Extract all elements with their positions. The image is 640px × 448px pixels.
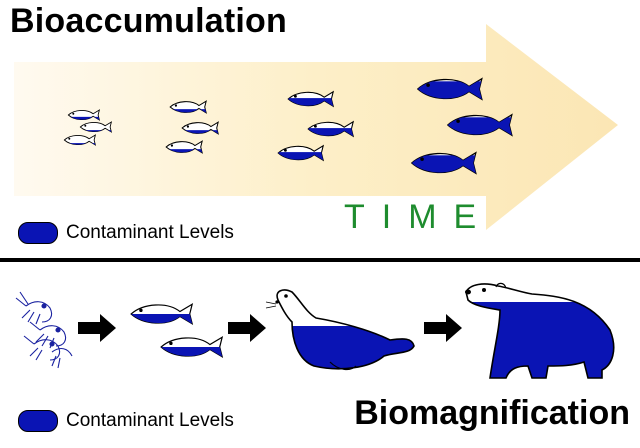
biomagnification-title: Biomagnification [354, 394, 630, 432]
bioaccumulation-title: Bioaccumulation [10, 2, 287, 40]
fish-icon [307, 120, 355, 138]
arrow-right-icon [424, 314, 462, 342]
legend-top: Contaminant Levels [18, 222, 234, 244]
arrow-right-icon [78, 314, 116, 342]
legend-label: Contaminant Levels [66, 410, 234, 431]
fish-icon [79, 121, 113, 133]
fish-icon [67, 109, 101, 121]
contaminant-swatch-icon [18, 410, 58, 432]
fish-icon [165, 140, 203, 154]
fish-icon [63, 134, 97, 146]
fish-icon [169, 100, 207, 114]
contaminant-swatch-icon [18, 222, 58, 244]
legend-bottom: Contaminant Levels [18, 410, 234, 432]
fish-icon [287, 90, 335, 108]
fish-icon [181, 121, 219, 135]
section-divider [0, 258, 640, 262]
fish-icon [160, 335, 224, 359]
fish-icon [130, 302, 194, 326]
krill-icon [15, 291, 73, 369]
time-label: TIME [344, 198, 494, 236]
seal-icon [265, 289, 415, 371]
polar-bear-icon [465, 282, 615, 379]
legend-label: Contaminant Levels [66, 222, 234, 243]
arrow-right-icon [228, 314, 266, 342]
fish-icon [277, 144, 325, 162]
